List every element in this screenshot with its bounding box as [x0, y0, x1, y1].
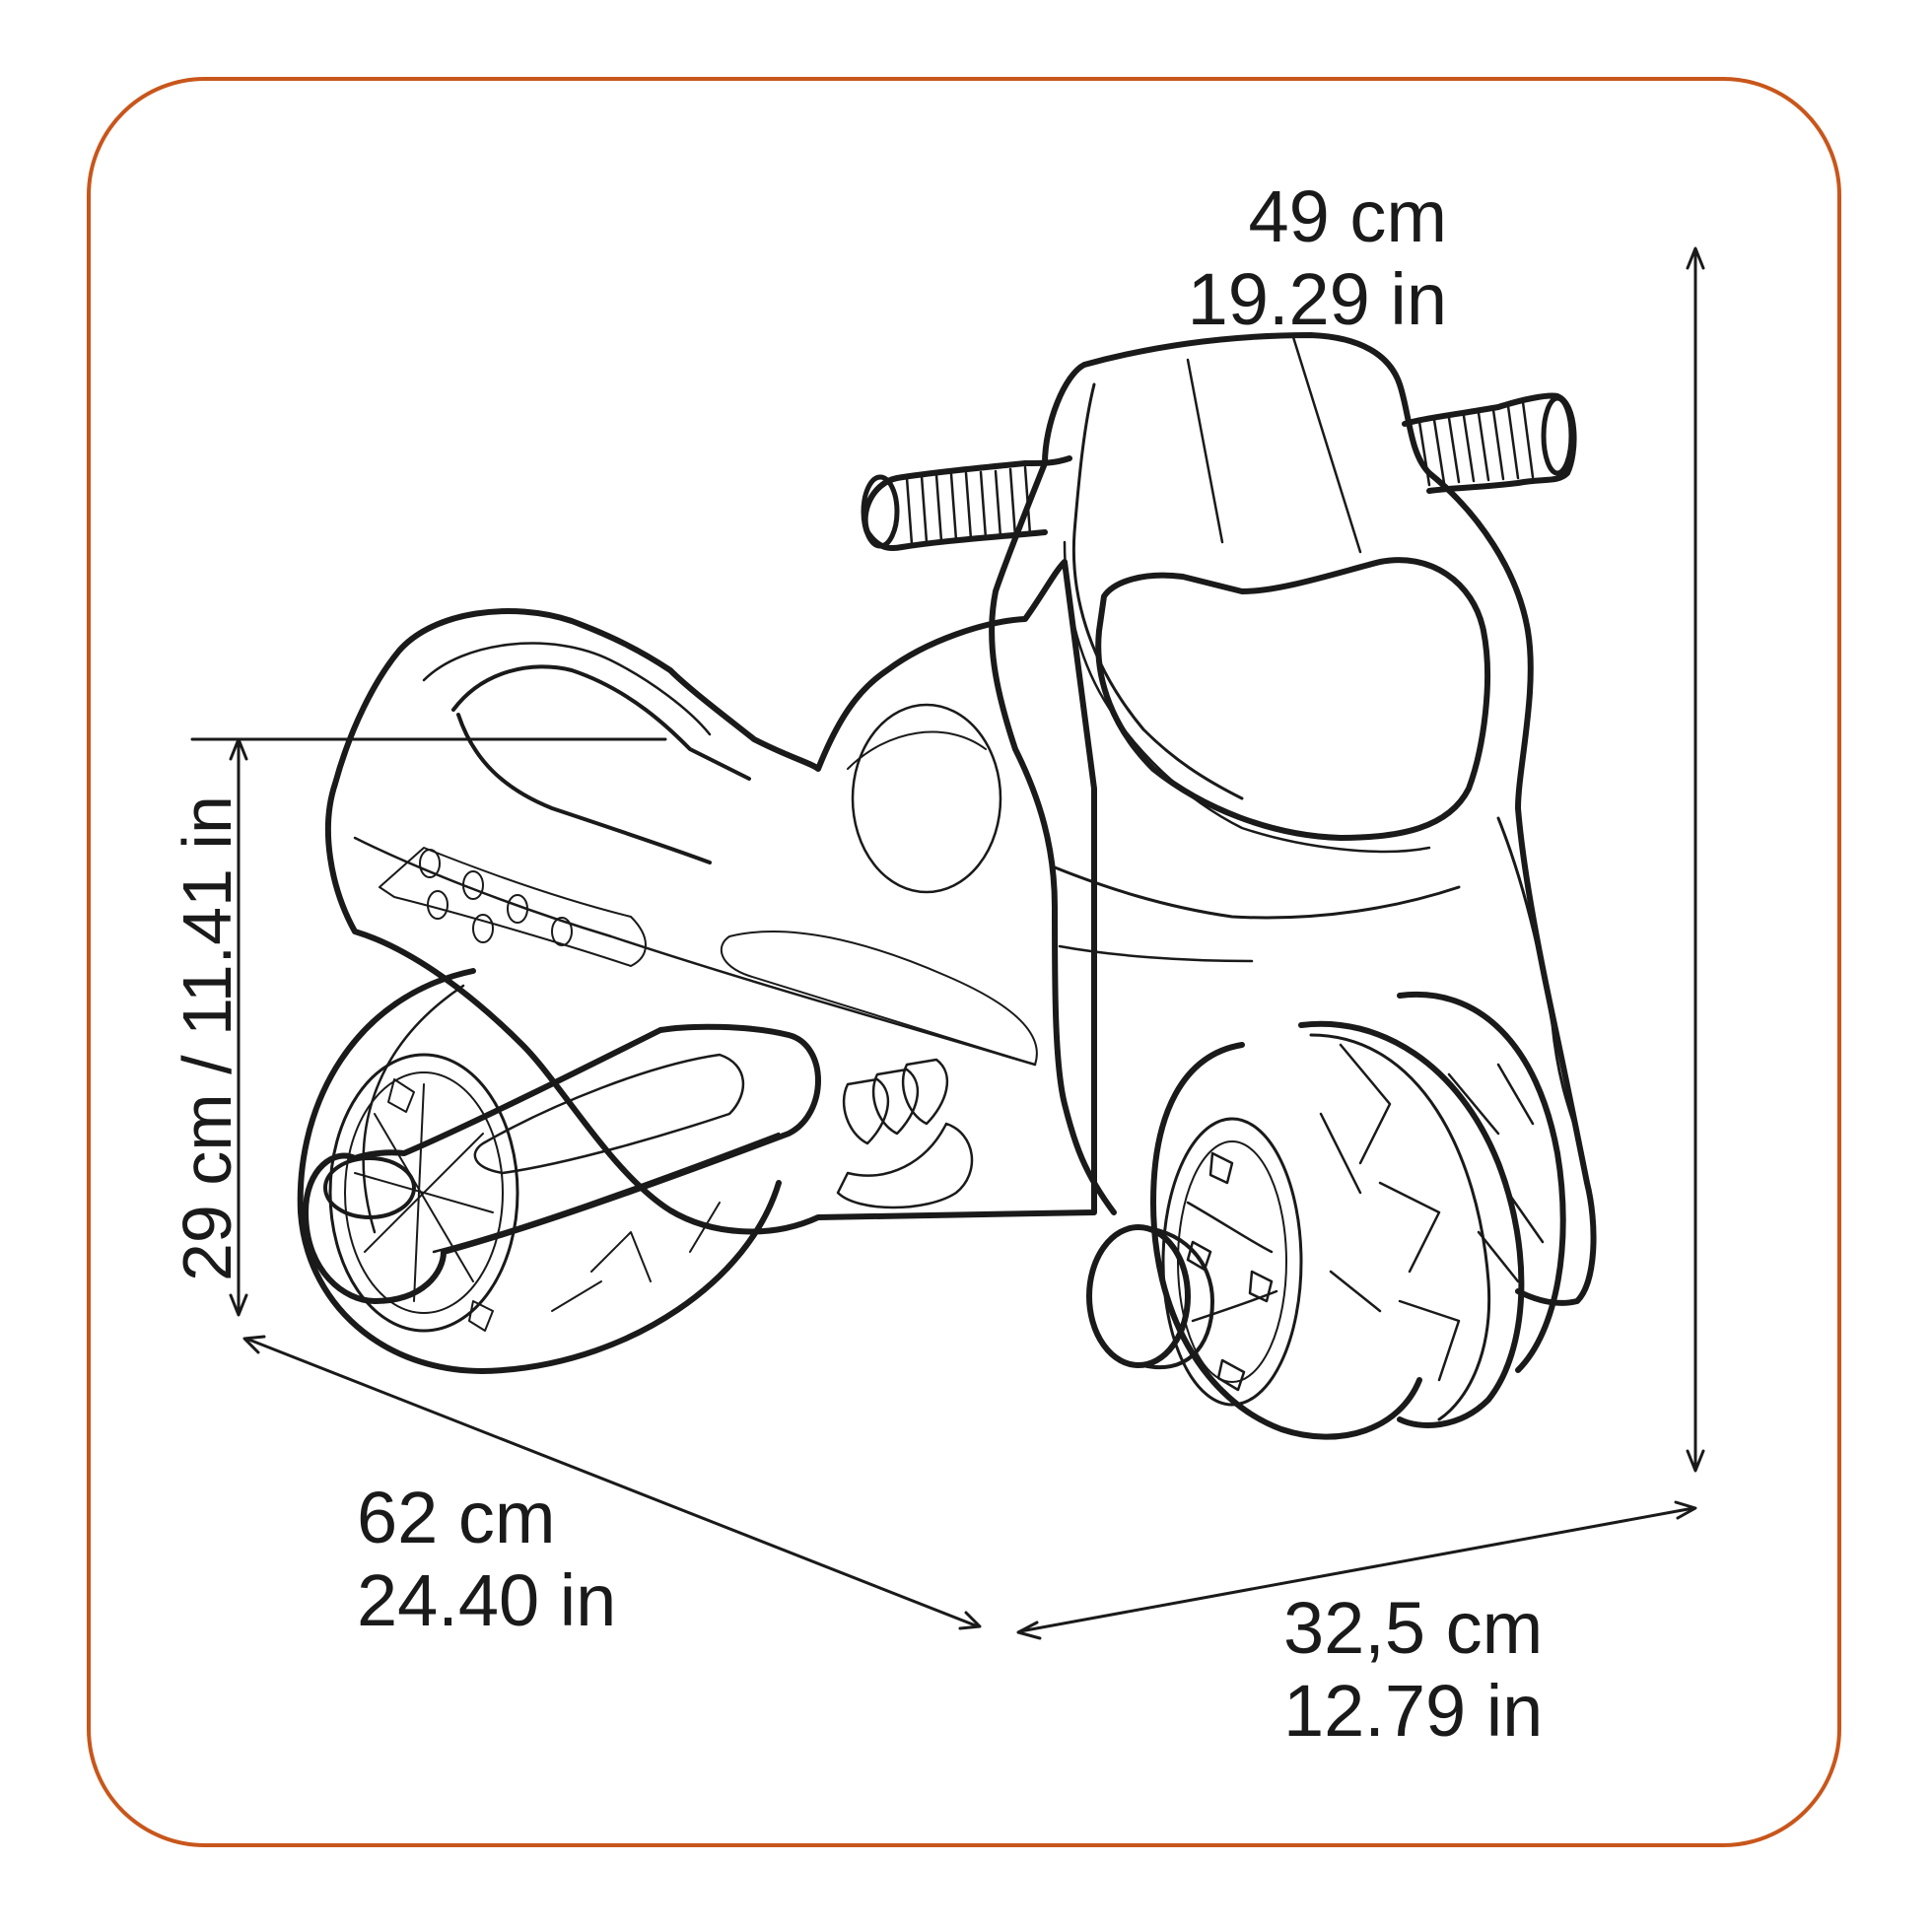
width-dimension-label: 32,5 cm 12.79 in	[1283, 1587, 1543, 1753]
height-in: 19.29 in	[1187, 258, 1447, 340]
front-wheel	[1086, 991, 1566, 1440]
left-handlebar	[861, 455, 1072, 552]
seat-height-text: 29 cm / 11.41 in	[169, 795, 245, 1281]
width-in: 12.79 in	[1283, 1670, 1544, 1752]
right-handlebar	[1402, 392, 1577, 494]
height-cm: 49 cm	[1248, 175, 1447, 257]
dimension-lines	[190, 246, 1705, 1640]
footrest	[303, 1023, 821, 1304]
height-dimension-label: 49 cm 19.29 in	[1188, 175, 1447, 341]
width-cm: 32,5 cm	[1283, 1587, 1544, 1669]
front-cover	[989, 332, 1597, 1306]
seat-height-dimension-label: 29 cm / 11.41 in	[166, 795, 248, 1281]
length-dimension-label: 62 cm 24.40 in	[357, 1477, 616, 1642]
rounded-frame	[87, 77, 1841, 1847]
length-in: 24.40 in	[357, 1559, 617, 1641]
motorbike-body	[324, 559, 1097, 1235]
length-cm: 62 cm	[357, 1477, 556, 1558]
rear-wheel	[297, 968, 782, 1374]
